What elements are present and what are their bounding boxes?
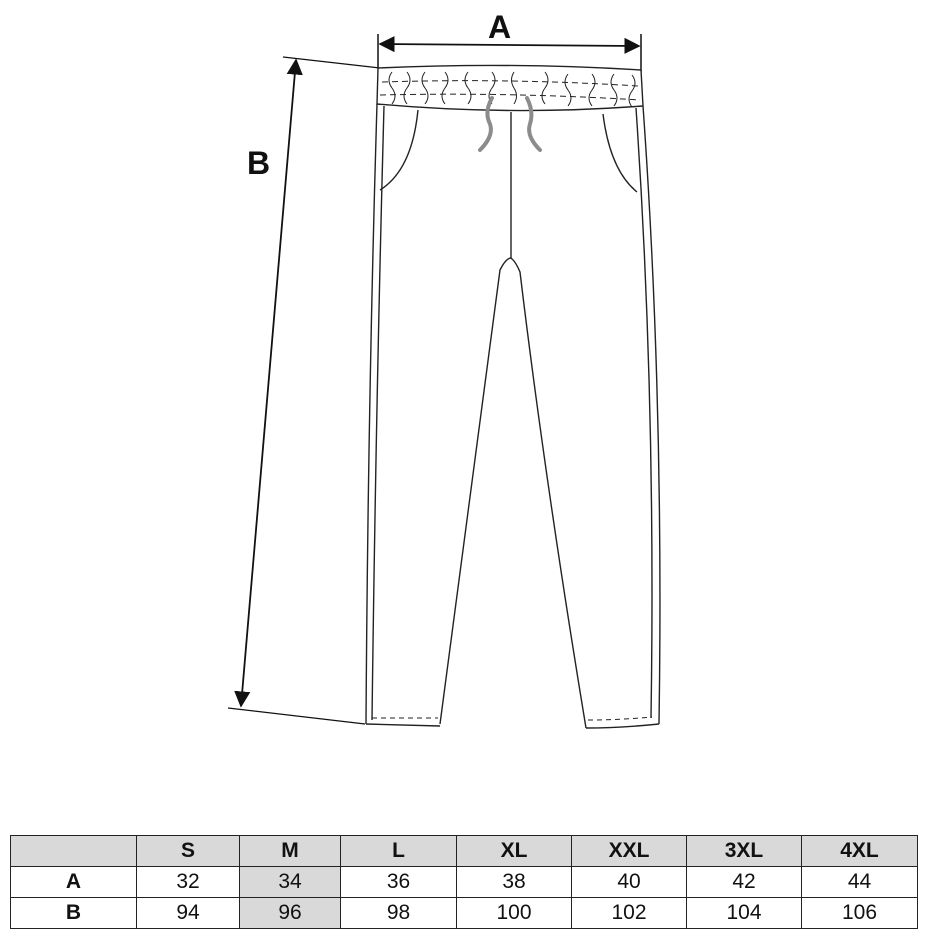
dimension-b-label: B — [247, 145, 270, 181]
table-cell: 32 — [136, 866, 240, 898]
trousers-measurement-diagram: A B — [227, 9, 661, 729]
table-cell: 44 — [801, 866, 918, 898]
size-header-3xl: 3XL — [686, 835, 802, 867]
size-header-s: S — [136, 835, 240, 867]
table-corner-cell — [10, 835, 137, 867]
size-header-m: M — [239, 835, 341, 867]
table-cell: 40 — [571, 866, 687, 898]
size-header-xl: XL — [456, 835, 572, 867]
dimension-a-label: A — [488, 9, 511, 45]
pocket-right — [602, 113, 638, 193]
table-cell: 34 — [239, 866, 341, 898]
table-cell: 104 — [686, 897, 802, 929]
table-cell: 100 — [456, 897, 572, 929]
dimension-b: B — [227, 56, 381, 725]
table-cell: 102 — [571, 897, 687, 929]
row-label-a: A — [10, 866, 137, 898]
trousers-drawing — [365, 64, 661, 729]
size-header-xxl: XXL — [571, 835, 687, 867]
pocket-left — [379, 109, 419, 191]
table-cell: 42 — [686, 866, 802, 898]
size-header-l: L — [340, 835, 457, 867]
size-header-4xl: 4XL — [801, 835, 918, 867]
waistband — [376, 64, 644, 112]
table-cell: 106 — [801, 897, 918, 929]
table-cell: 98 — [340, 897, 457, 929]
table-row-b: B 94 96 98 100 102 104 106 — [10, 897, 918, 929]
size-chart-table: S M L XL XXL 3XL 4XL A 32 34 36 38 40 42… — [10, 835, 918, 929]
table-cell: 36 — [340, 866, 457, 898]
row-label-b: B — [10, 897, 137, 929]
drawstring-left — [478, 96, 494, 152]
waistband-gathers — [388, 71, 636, 108]
table-cell: 96 — [239, 897, 341, 929]
dimension-a: A — [377, 9, 642, 72]
table-row-a: A 32 34 36 38 40 42 44 — [10, 866, 918, 898]
drawstring-right — [525, 96, 542, 152]
table-cell: 38 — [456, 866, 572, 898]
size-header-row: S M L XL XXL 3XL 4XL — [10, 835, 918, 867]
table-cell: 94 — [136, 897, 240, 929]
